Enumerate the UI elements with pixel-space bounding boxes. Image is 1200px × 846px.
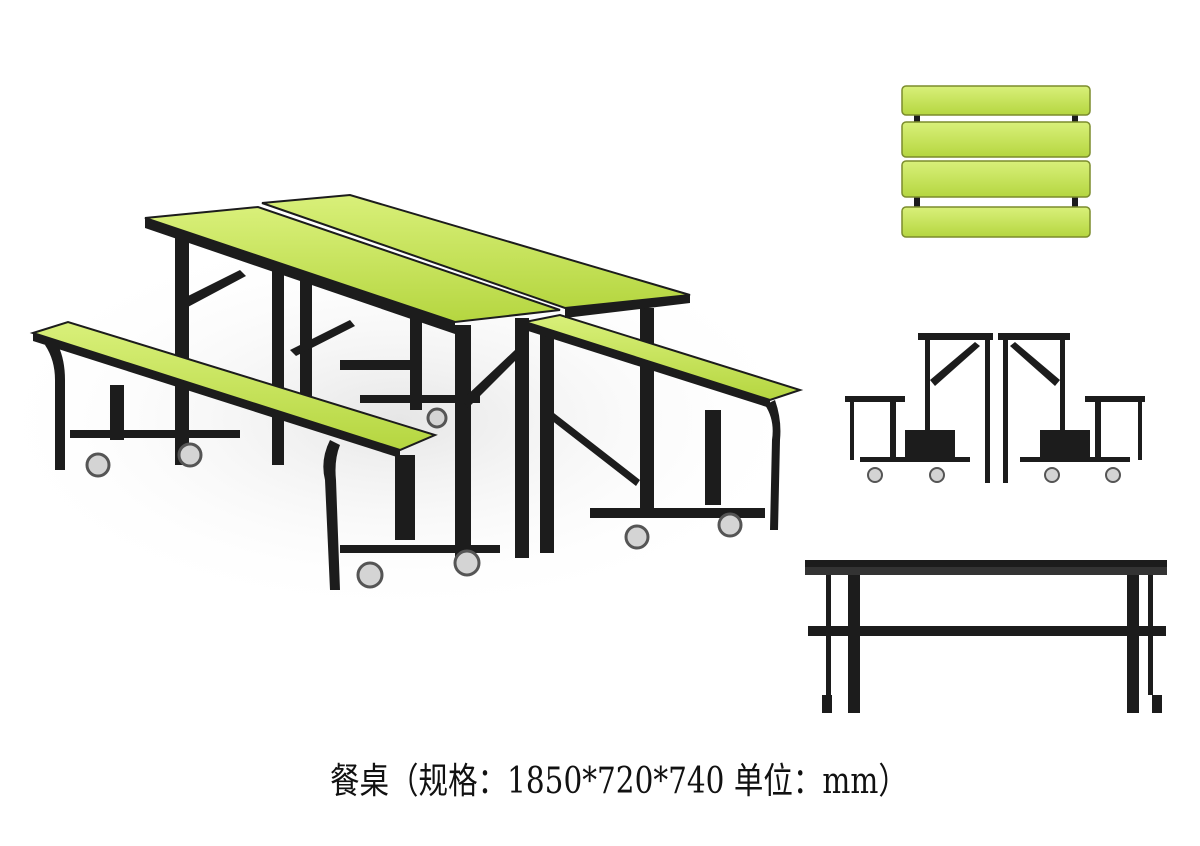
- end-view: [845, 333, 1145, 483]
- side-view: [805, 560, 1167, 713]
- product-caption: 餐桌（规格：1850*720*740 单位：mm）: [330, 761, 908, 802]
- top-view: [901, 85, 1091, 238]
- perspective-view: [0, 193, 820, 620]
